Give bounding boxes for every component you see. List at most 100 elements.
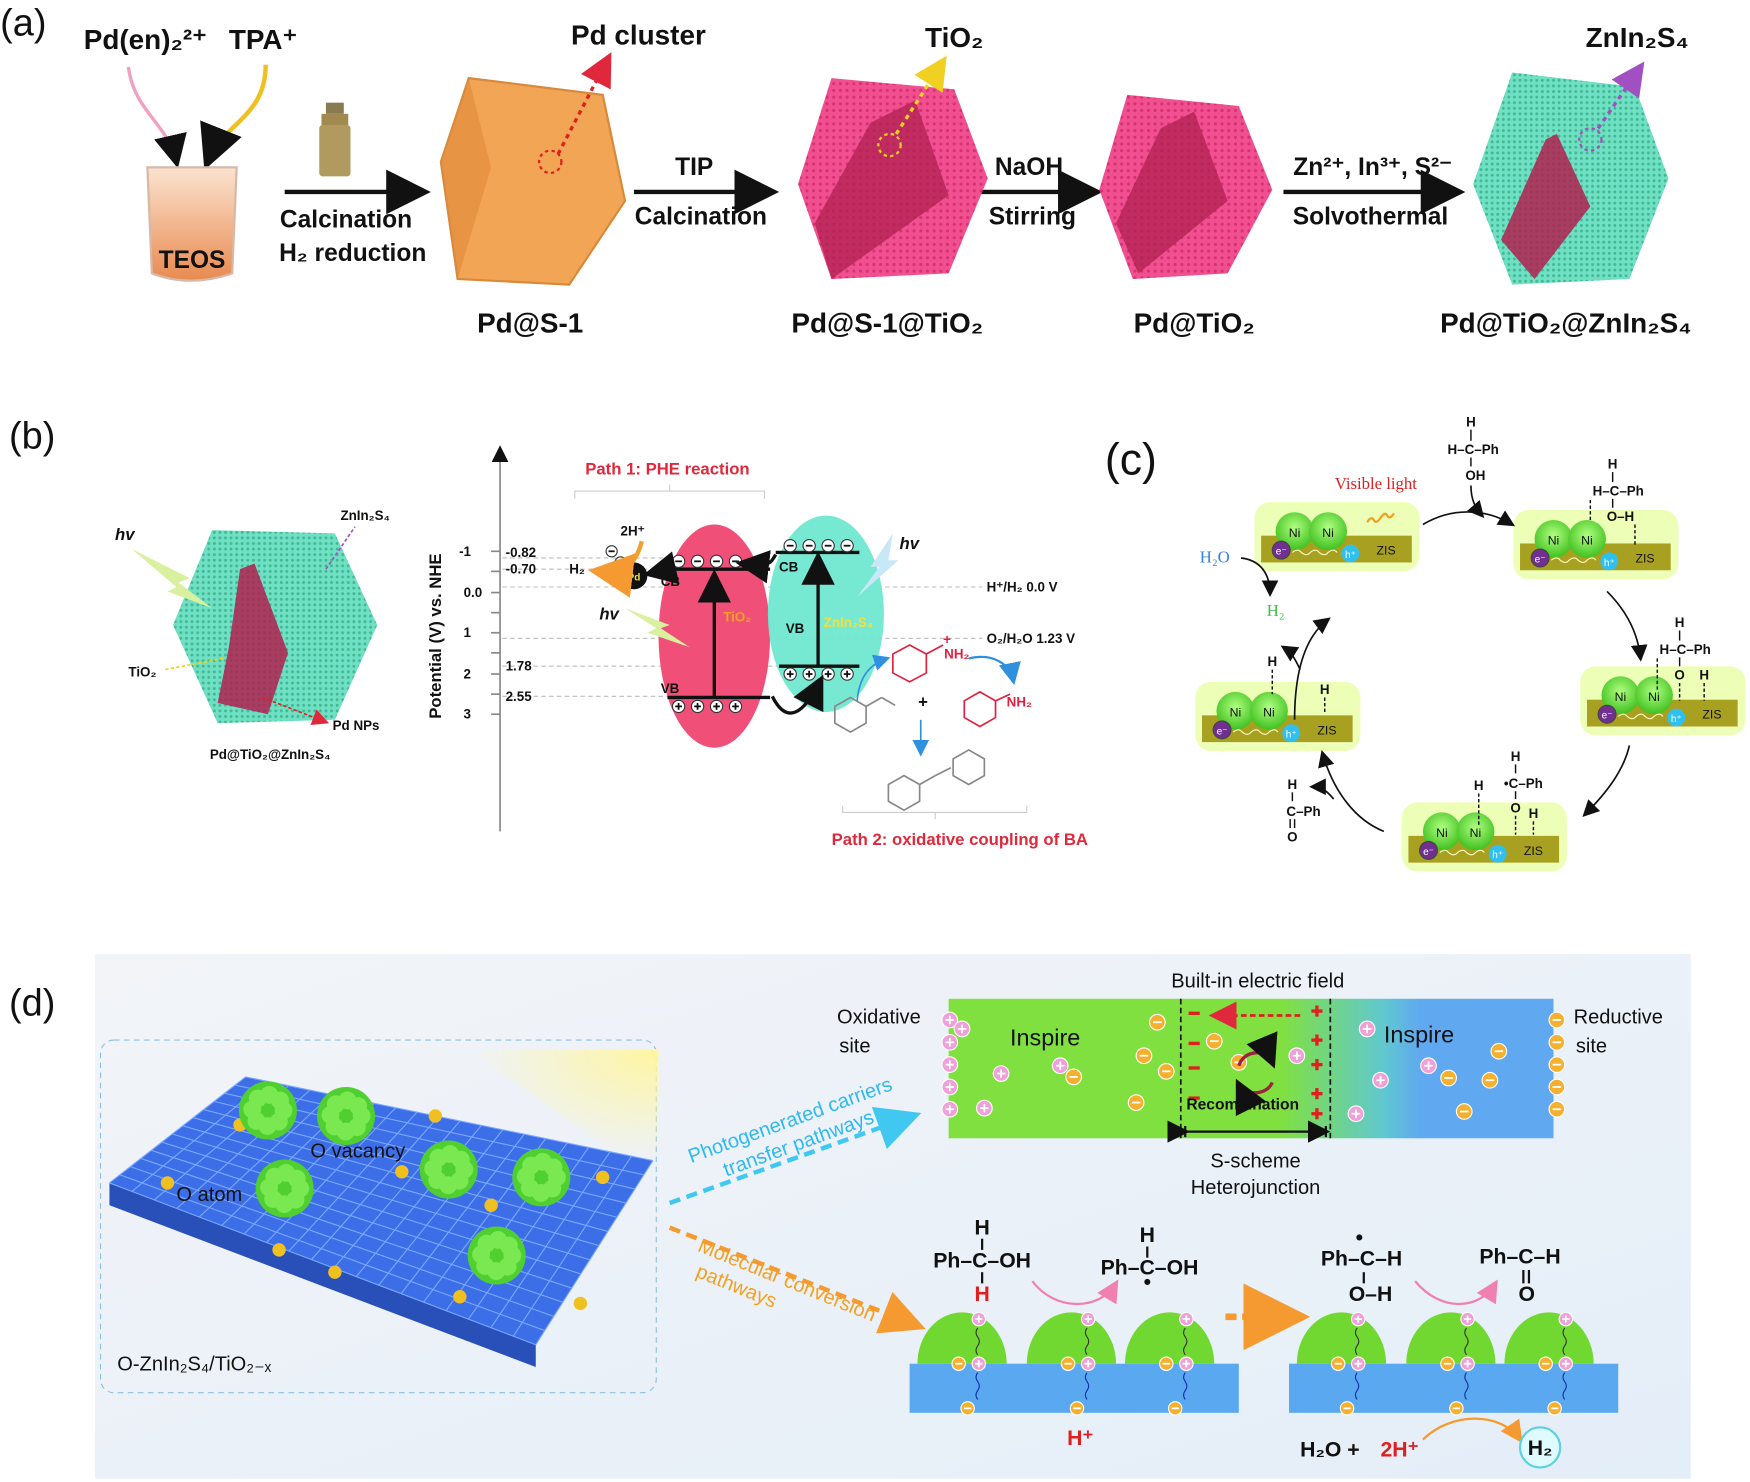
callout-arrow — [1596, 61, 1645, 130]
product-pd-s1: Pd@S-1 — [477, 308, 583, 339]
step3-line1: NaOH — [995, 154, 1063, 181]
step1-line2: H₂ reduction — [279, 240, 426, 267]
electron-icon — [1548, 1033, 1566, 1051]
autoclave-icon — [319, 102, 351, 177]
hole-icon — [971, 1356, 987, 1371]
hv-label: hv — [115, 525, 136, 544]
hole-label: h⁺ — [1345, 550, 1356, 561]
step4-line2: Solvothermal — [1293, 203, 1449, 230]
product-pd-s1-tio2: Pd@S-1@TiO₂ — [791, 308, 983, 339]
h2-bubble — [1518, 1426, 1562, 1469]
electron-icon — [1538, 1356, 1553, 1371]
zis-label: ZnIn₂S₄ — [824, 615, 873, 630]
path2-label: Path 2: oxidative coupling of BA — [832, 830, 1088, 849]
electron-icon — [1205, 1032, 1223, 1050]
electron-label: e⁻ — [1217, 726, 1228, 737]
material-box — [99, 1039, 657, 1394]
electron-icon — [1548, 1011, 1566, 1029]
carrier-pathway-arrow — [668, 1106, 922, 1206]
o-atom-icon — [596, 1170, 610, 1185]
hole-icon — [671, 699, 686, 714]
electron-icon — [1449, 1401, 1464, 1416]
hole-icon — [1558, 1311, 1574, 1327]
electron-icon — [783, 539, 797, 553]
product-pd-tio2-zis: Pd@TiO₂@ZnIn₂S₄ — [1440, 308, 1691, 339]
reagent-pd-en: Pd(en)₂²⁺ — [84, 24, 207, 55]
mol1-main: Ph–C–OH — [933, 1250, 1031, 1273]
mol2-main: H–C–Ph — [1593, 483, 1644, 498]
electron-icon — [1127, 1094, 1145, 1111]
water-label: H₂O + — [1300, 1438, 1359, 1461]
mol5-h: H — [1267, 654, 1277, 669]
o-atom-icon — [573, 1296, 588, 1311]
hole-label: h⁺ — [1492, 850, 1503, 861]
ni-label: Ni — [1581, 534, 1593, 548]
lightning-icon — [857, 533, 899, 598]
tick-label: 2 — [464, 667, 471, 682]
mol4-o: O — [1510, 800, 1520, 815]
nh2-label: NH₂ — [944, 646, 969, 661]
electron-icon — [1490, 1042, 1508, 1060]
hole-label: h⁺ — [1604, 558, 1615, 569]
electron-icon — [1157, 1062, 1175, 1080]
ni-label: Ni — [1470, 826, 1482, 840]
electron-label: e⁻ — [1602, 711, 1613, 722]
electron-icon — [1065, 1068, 1083, 1086]
beaker-icon: TEOS — [146, 166, 238, 282]
panel-a-label: (a) — [0, 3, 46, 45]
electron-icon — [709, 554, 724, 569]
hole-icon — [971, 1311, 987, 1327]
ni-label: Ni — [1615, 690, 1627, 704]
electron-icon — [605, 545, 618, 558]
hole-icon — [992, 1065, 1010, 1082]
hole-icon — [728, 699, 743, 714]
mol1-h-top: H — [974, 1216, 989, 1239]
catalyst-dome — [1124, 1311, 1215, 1416]
o-atom-icon — [160, 1176, 175, 1190]
zis-label: ZIS — [1377, 544, 1396, 558]
electron-icon — [1148, 1013, 1166, 1031]
ni-label: Ni — [1548, 534, 1560, 548]
mol3-h2: H — [1699, 668, 1709, 683]
hole-icon — [941, 1056, 959, 1073]
h2-label: H₂ — [569, 562, 585, 577]
zis-label: ZIS — [1317, 723, 1336, 737]
catalyst-dome — [917, 1311, 1007, 1416]
mol1-h-bottom: H — [974, 1283, 989, 1306]
o-atom-label: O atom — [176, 1184, 242, 1206]
mol-free-oh: OH — [1465, 468, 1485, 483]
hole-icon — [1080, 1311, 1096, 1327]
hole-icon — [941, 1100, 959, 1118]
h2o-label: H₂O — [1200, 547, 1230, 566]
field-label: Built-in electric field — [1171, 971, 1344, 993]
h-plus-label: H⁺ — [1067, 1427, 1093, 1450]
material-label: O-ZnIn₂S₄/TiO₂₋ₓ — [117, 1353, 271, 1375]
path1-label: Path 1: PHE reaction — [585, 459, 749, 478]
reductive-line2: site — [1576, 1035, 1607, 1057]
cation-plus: + — [943, 632, 951, 647]
mol4-h: H — [1511, 749, 1521, 764]
electron-icon — [960, 1401, 975, 1416]
electron-icon — [1330, 1356, 1346, 1371]
hole-icon — [1420, 1057, 1437, 1075]
o-atom-icon — [428, 1109, 443, 1123]
mol3-oh: O–H — [1349, 1283, 1393, 1306]
o-atom-icon — [328, 1265, 342, 1279]
step4-line1: Zn²⁺, In³⁺, S²⁻ — [1293, 154, 1452, 181]
hole-icon — [1460, 1356, 1475, 1371]
hole-icon — [953, 1020, 971, 1038]
level-label: -0.70 — [506, 562, 537, 577]
level-label: 1.78 — [506, 659, 533, 674]
hole-icon — [690, 699, 705, 714]
two-h-plus-label: 2H⁺ — [1381, 1438, 1419, 1461]
electron-icon — [1547, 1401, 1562, 1416]
electron-icon — [1548, 1100, 1566, 1118]
zis-vb-label: VB — [786, 621, 805, 636]
h2-label: H₂ — [1528, 1437, 1553, 1460]
electron-icon — [1548, 1078, 1566, 1096]
cluster-icon — [512, 1148, 571, 1207]
catalyst-dome — [1296, 1311, 1387, 1416]
